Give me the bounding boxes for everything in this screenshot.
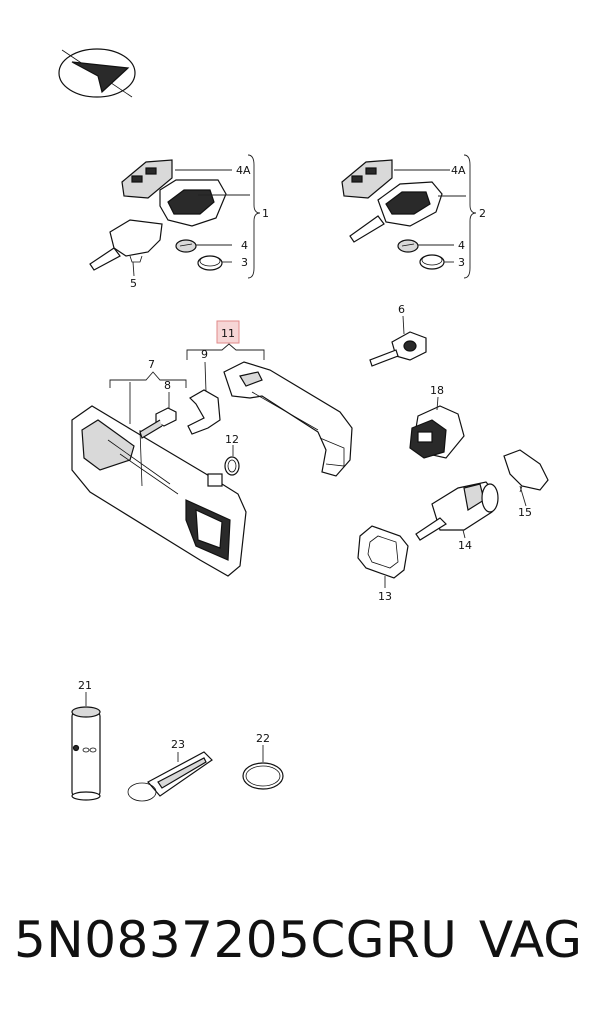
footer: 5N0837205CGRU VAG: [0, 900, 600, 980]
callout-9: 9: [201, 348, 208, 361]
callout-11: 11: [221, 327, 235, 340]
bolt-8: [139, 407, 177, 439]
callout-15: 15: [518, 506, 532, 519]
callout-4-right: 4: [458, 239, 465, 252]
callout-4-left: 4: [241, 239, 248, 252]
battery-3-left: [197, 255, 223, 271]
callout-4a-right: 4A: [451, 164, 466, 177]
callout-3-right: 3: [458, 256, 465, 269]
callout-18: 18: [430, 384, 444, 397]
handle-cap-9: [187, 389, 221, 435]
callout-2: 2: [479, 207, 486, 220]
callout-1: 1: [262, 207, 269, 220]
callout-12: 12: [225, 433, 239, 446]
lock-cylinder-14: [415, 481, 499, 541]
flip-key-2: [349, 181, 443, 243]
lock-seal-gasket-13: [357, 525, 409, 579]
door-handle-11: [223, 361, 353, 477]
grease-tube-21: [71, 706, 101, 801]
callout-6: 6: [398, 303, 405, 316]
direction-logo-icon: [58, 48, 136, 98]
trim-cover-18: [409, 405, 465, 459]
callout-7: 7: [148, 358, 155, 371]
battery-cover-4-left: [175, 239, 197, 253]
callout-21: 21: [78, 679, 92, 692]
callout-23: 23: [171, 738, 185, 751]
seal-ring-12: [224, 456, 240, 476]
callout-4a-left: 4A: [236, 164, 251, 177]
key-tag-23: [127, 751, 213, 802]
callout-3-left: 3: [241, 256, 248, 269]
o-ring-22: [242, 762, 284, 790]
part-number-label: 5N0837205CGRU: [14, 911, 458, 969]
brand-label: VAG: [478, 911, 582, 969]
battery-cover-4-right: [397, 239, 419, 253]
remote-key-fob-flat-1: [121, 159, 227, 227]
remote-key-fob-flat-2: [341, 159, 393, 199]
callout-5: 5: [130, 277, 137, 290]
battery-3-right: [419, 254, 445, 270]
callout-22: 22: [256, 732, 270, 745]
callout-14: 14: [458, 539, 472, 552]
parts-diagram: 4A 1 4 3 5 4A 2 4 3 6 11 9: [58, 48, 549, 802]
key-blank-6: [369, 331, 427, 367]
callout-13: 13: [378, 590, 392, 603]
key-blade-housing-5: [89, 219, 163, 271]
handle-carrier-bracket-7: [71, 405, 247, 577]
callout-8: 8: [164, 379, 171, 392]
lock-cover-cap-15: [503, 449, 549, 493]
